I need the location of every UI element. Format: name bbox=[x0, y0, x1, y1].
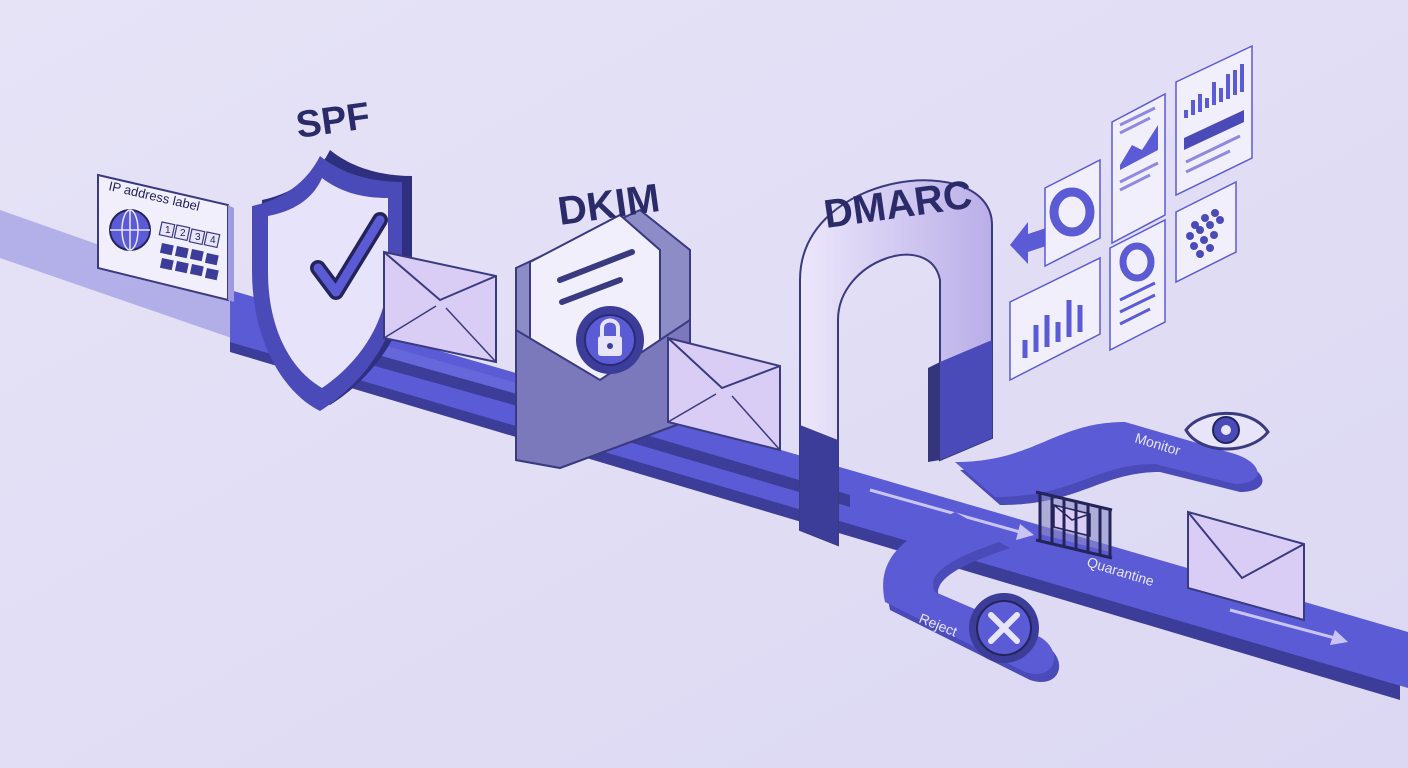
spf-shield bbox=[252, 150, 412, 411]
monitor-branch bbox=[955, 422, 1263, 505]
globe-icon bbox=[109, 209, 151, 251]
dmarc-gate bbox=[799, 179, 993, 547]
bar-chart-icon bbox=[1175, 44, 1253, 197]
ip-address-card: IP address label 1 2 3 4 bbox=[97, 173, 234, 302]
quarantine-cage-icon bbox=[1035, 490, 1113, 560]
ip-cell-1: 1 bbox=[165, 225, 171, 236]
ip-cell-3: 3 bbox=[195, 232, 201, 243]
padlock-icon bbox=[576, 306, 644, 374]
eye-icon bbox=[1184, 411, 1270, 451]
report-panels bbox=[1009, 44, 1253, 382]
x-icon bbox=[969, 593, 1039, 663]
ip-cell-4: 4 bbox=[210, 235, 216, 246]
donut-chart-icon bbox=[1044, 158, 1101, 268]
dkim-envelope bbox=[515, 208, 691, 470]
envelope-icon bbox=[667, 336, 781, 452]
area-chart-icon bbox=[1111, 92, 1166, 245]
flow-arrow-head bbox=[1016, 524, 1034, 540]
envelope-icon bbox=[1187, 510, 1305, 622]
donut-chart-icon bbox=[1109, 218, 1166, 352]
envelope-icon bbox=[383, 250, 497, 364]
arrow-left-icon bbox=[1010, 222, 1052, 264]
dot-cluster-icon bbox=[1175, 180, 1237, 284]
flow-arrow-line bbox=[869, 488, 1021, 534]
spf-label: SPF bbox=[293, 95, 372, 147]
bar-chart-icon bbox=[1009, 256, 1101, 382]
ip-cell-2: 2 bbox=[180, 228, 186, 239]
ip-number-cells: 1 2 3 4 bbox=[158, 221, 221, 281]
